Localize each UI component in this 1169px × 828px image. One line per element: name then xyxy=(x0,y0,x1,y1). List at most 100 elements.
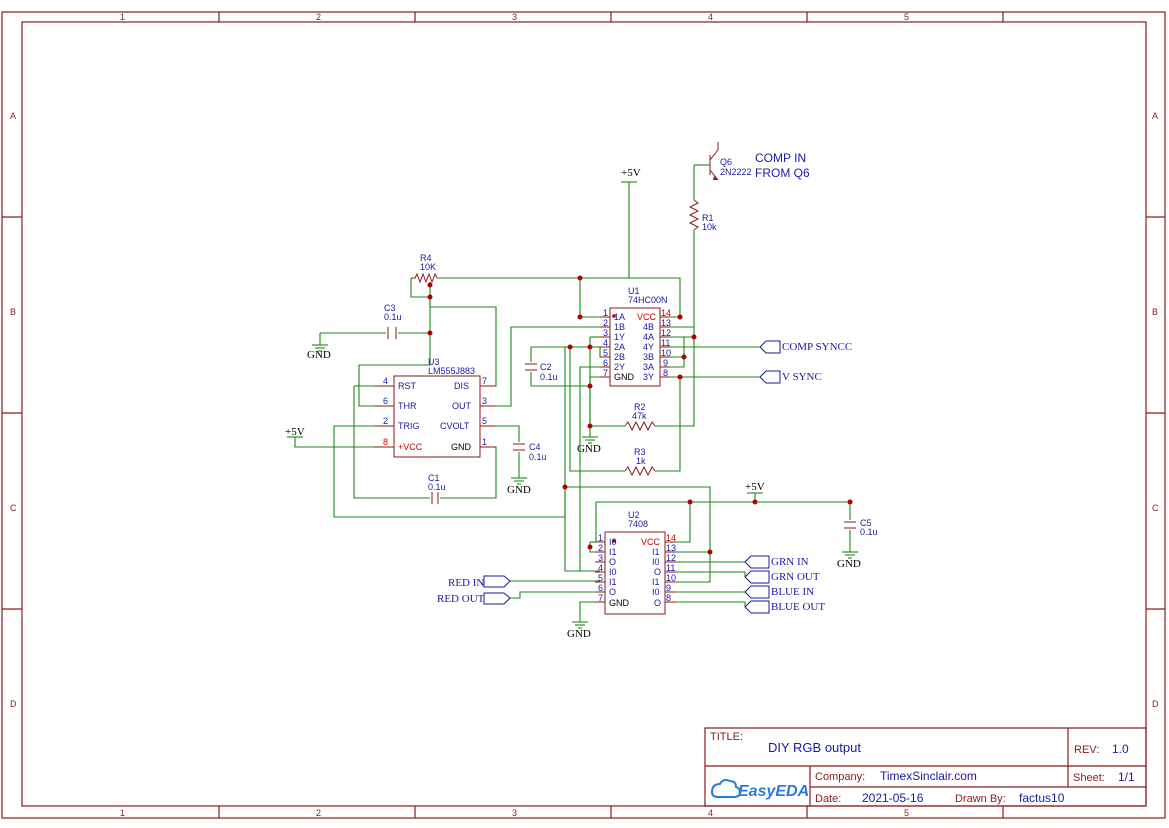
svg-text:5: 5 xyxy=(482,416,487,426)
svg-text:BLUE IN: BLUE IN xyxy=(771,586,814,598)
svg-text:I1: I1 xyxy=(652,577,660,587)
sheet-title: DIY RGB output xyxy=(768,740,861,755)
svg-text:I1: I1 xyxy=(609,547,617,557)
svg-text:2A: 2A xyxy=(614,342,625,352)
svg-text:1: 1 xyxy=(603,308,608,318)
company-label: Company: xyxy=(815,771,865,783)
q6-value: 2N2222 xyxy=(720,167,752,177)
resistor-r3: R3 1k xyxy=(624,447,656,477)
row-label: B xyxy=(1152,307,1158,317)
svg-text:7408: 7408 xyxy=(628,519,648,529)
vcc-symbol: +5V xyxy=(745,481,765,494)
svg-text:8: 8 xyxy=(666,593,671,603)
gnd-symbol: GND xyxy=(577,436,601,455)
row-label: B xyxy=(10,307,16,317)
row-label: A xyxy=(1152,111,1158,121)
svg-text:0.1u: 0.1u xyxy=(428,482,446,492)
company-value: TimexSinclair.com xyxy=(880,769,977,783)
u2-pins xyxy=(595,541,675,603)
easyeda-logo-icon: EasyEDA xyxy=(710,779,809,800)
svg-text:BLUE OUT: BLUE OUT xyxy=(771,601,825,613)
svg-text:8: 8 xyxy=(663,368,668,378)
svg-text:V SYNC: V SYNC xyxy=(782,371,822,383)
svg-text:THR: THR xyxy=(398,401,417,411)
resistor-r2: R2 47k xyxy=(624,402,656,432)
svg-text:6: 6 xyxy=(383,396,388,406)
svg-text:VCC: VCC xyxy=(637,312,657,322)
col-label: 3 xyxy=(512,808,517,818)
svg-text:9: 9 xyxy=(666,583,671,593)
svg-text:U3: U3 xyxy=(428,357,440,367)
ic-u3: U3 LM555J883 4 6 2 8 RST THR TRIG +VCC 7… xyxy=(374,357,496,458)
q6-ref: Q6 xyxy=(720,157,732,167)
svg-text:11: 11 xyxy=(661,338,670,348)
svg-text:LM555J883: LM555J883 xyxy=(428,366,475,376)
drawn-by-label: Drawn By: xyxy=(955,793,1006,805)
svg-text:5: 5 xyxy=(603,348,608,358)
svg-text:1k: 1k xyxy=(636,456,646,466)
port-red-out: RED OUT xyxy=(437,592,511,605)
svg-text:9: 9 xyxy=(663,358,668,368)
svg-text:10k: 10k xyxy=(702,222,717,232)
svg-text:6: 6 xyxy=(603,358,608,368)
svg-text:GND: GND xyxy=(451,442,472,452)
svg-text:0.1u: 0.1u xyxy=(540,372,558,382)
svg-text:C5: C5 xyxy=(860,518,872,528)
svg-text:3: 3 xyxy=(482,396,487,406)
col-label: 4 xyxy=(708,808,713,818)
port-blue-out: BLUE OUT xyxy=(744,600,825,614)
svg-text:I0: I0 xyxy=(609,567,617,577)
vcc-symbol: +5V xyxy=(285,426,305,438)
svg-text:0.1u: 0.1u xyxy=(860,527,878,537)
svg-text:1: 1 xyxy=(482,437,487,447)
capacitor-c5: C5 0.1u xyxy=(844,518,878,537)
port-comp-sync: COMP SYNCC xyxy=(759,340,852,354)
svg-text:I1: I1 xyxy=(652,547,660,557)
row-label: C xyxy=(10,503,17,513)
svg-text:7: 7 xyxy=(598,593,603,603)
svg-text:COMP SYNCC: COMP SYNCC xyxy=(782,341,852,353)
gnd-symbol: GND xyxy=(307,344,331,361)
column-markers-top: 1 2 3 4 5 xyxy=(120,12,1004,22)
svg-text:EasyEDA: EasyEDA xyxy=(738,783,809,800)
col-label: 1 xyxy=(120,808,125,818)
row-label: A xyxy=(10,111,16,121)
svg-text:12: 12 xyxy=(661,328,671,338)
svg-text:RED IN: RED IN xyxy=(448,577,484,589)
rev-label: REV: xyxy=(1074,744,1099,756)
svg-text:O: O xyxy=(654,598,661,608)
svg-text:3A: 3A xyxy=(643,362,654,372)
svg-text:RST: RST xyxy=(398,381,417,391)
col-label: 4 xyxy=(708,12,713,22)
svg-text:10: 10 xyxy=(661,348,671,358)
outer-frame xyxy=(1,11,1166,819)
svg-text:U2: U2 xyxy=(628,510,640,520)
svg-text:4Y: 4Y xyxy=(643,342,654,352)
resistor-r1: R1 10k xyxy=(688,199,717,232)
port-grn-out: GRN OUT xyxy=(744,570,820,584)
row-markers: A B C D A B C D xyxy=(2,111,1165,709)
svg-text:7: 7 xyxy=(603,368,608,378)
col-label: 3 xyxy=(512,12,517,22)
svg-text:13: 13 xyxy=(661,318,671,328)
svg-text:0.1u: 0.1u xyxy=(529,452,547,462)
svg-text:R2: R2 xyxy=(634,402,646,412)
col-label: 2 xyxy=(316,808,321,818)
svg-text:14: 14 xyxy=(666,533,676,543)
title-block: TITLE: DIY RGB output REV: 1.0 Company: … xyxy=(704,727,1147,807)
svg-text:GND: GND xyxy=(567,628,591,640)
wires xyxy=(294,164,851,622)
svg-text:1Y: 1Y xyxy=(614,332,625,342)
svg-text:4: 4 xyxy=(603,338,608,348)
rev-value: 1.0 xyxy=(1112,742,1129,756)
row-label: D xyxy=(1152,699,1159,709)
svg-text:2B: 2B xyxy=(614,352,625,362)
svg-text:C3: C3 xyxy=(384,303,396,313)
svg-text:0.1u: 0.1u xyxy=(384,312,402,322)
col-label: 1 xyxy=(120,12,125,22)
svg-text:2: 2 xyxy=(598,543,603,553)
svg-text:I0: I0 xyxy=(609,537,617,547)
svg-text:O: O xyxy=(609,587,616,597)
svg-text:C1: C1 xyxy=(428,473,440,483)
svg-text:2Y: 2Y xyxy=(614,362,625,372)
